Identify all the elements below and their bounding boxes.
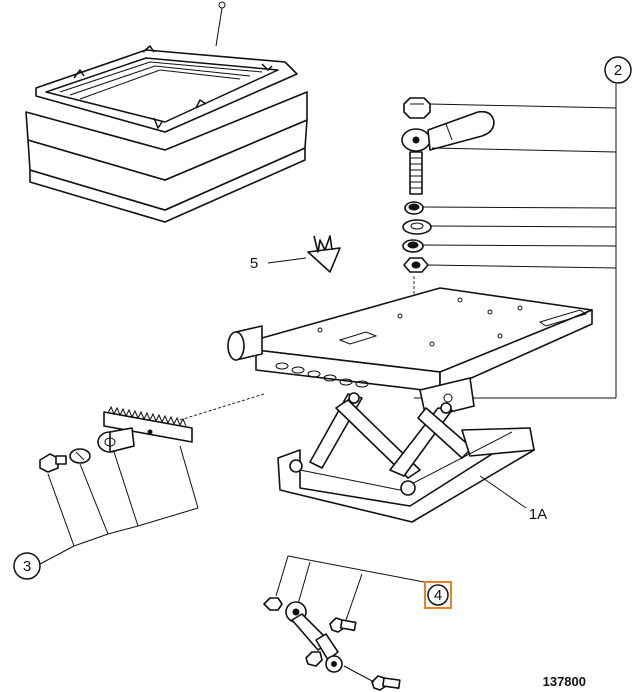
damper-assembly (263, 555, 425, 691)
scissor-base-assembly (227, 287, 593, 523)
drawing-reference-number: 137800 (543, 674, 586, 689)
callout-2[interactable]: 2 (604, 56, 632, 84)
callout-3-label: 3 (23, 558, 31, 575)
spike-clip-part (267, 235, 341, 273)
front-edge-holes (275, 362, 369, 388)
callout-1a-label: 1A (529, 506, 547, 523)
callout-4-label: 4 (434, 587, 442, 604)
callout-3[interactable]: 3 (13, 552, 41, 580)
callout-5[interactable]: 5 (250, 255, 258, 272)
rack-and-fasteners (39, 393, 265, 565)
callout-1a[interactable]: 1A (529, 506, 547, 523)
seat-cover-bellows (25, 1, 308, 223)
callout-5-label: 5 (250, 255, 258, 272)
callout-2-label: 2 (614, 62, 622, 79)
callout-4[interactable]: 4 (424, 581, 452, 609)
pivot-bolt-stack (401, 97, 495, 390)
